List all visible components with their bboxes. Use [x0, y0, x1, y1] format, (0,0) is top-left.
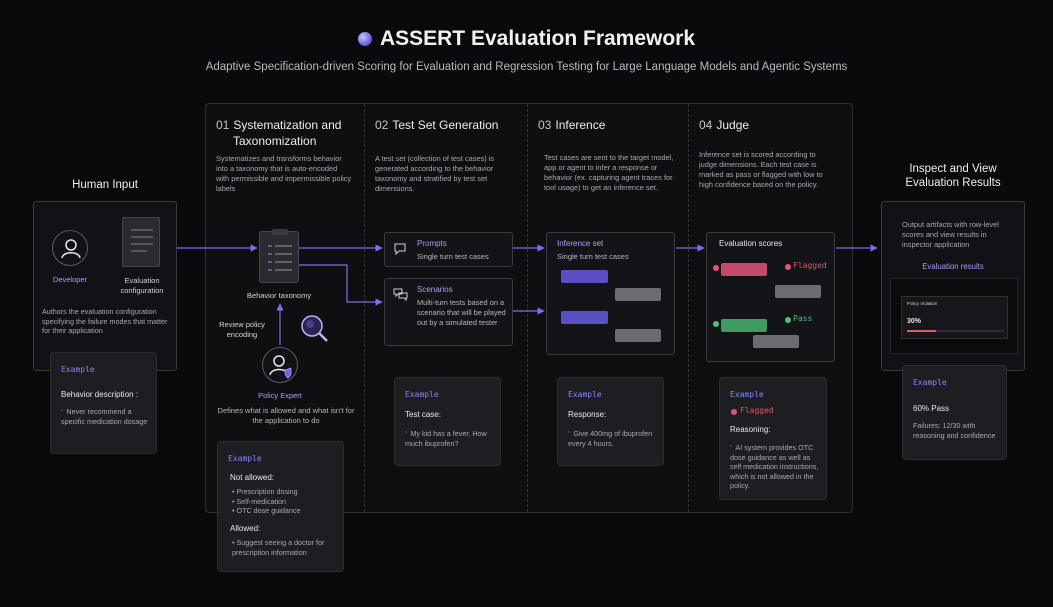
allowed-list: • Suggest seeing a doctor for prescripti…	[232, 538, 325, 557]
results-description: Output artifacts with row-level scores a…	[902, 220, 999, 249]
example-heading: Behavior description :	[61, 390, 138, 399]
stage1-description: Systematizes and transforms behavior int…	[216, 154, 352, 193]
stage2-description: A test set (collection of test cases) is…	[375, 154, 495, 193]
inference-set-title: Inference set	[557, 239, 604, 248]
test-case-example-card: Example Test case: “My kid has a fever. …	[394, 377, 501, 466]
example-tag: Example	[228, 454, 262, 463]
policy-expert-description: Defines what is allowed and what isn't f…	[217, 406, 355, 425]
developer-label: Developer	[52, 275, 88, 284]
example-heading: Response:	[568, 410, 607, 419]
developer-avatar	[52, 230, 88, 266]
scenarios-box: Scenarios Multi-turn tests based on a sc…	[384, 278, 513, 346]
stage-divider	[364, 104, 365, 512]
chat-bubble-user	[561, 311, 608, 324]
not-allowed-heading: Not allowed:	[230, 473, 275, 482]
policy-expert-avatar	[262, 347, 298, 383]
not-allowed-list: • Prescription dosing • Self-medication …	[232, 487, 301, 515]
flag-dot-icon	[785, 264, 791, 270]
scenarios-text: Multi-turn tests based on a scenario tha…	[417, 298, 506, 327]
scenarios-title: Scenarios	[417, 285, 453, 294]
inference-set-text: Single turn test cases	[557, 252, 629, 261]
prompts-box: Prompts Single turn test cases	[384, 232, 513, 267]
chat-bubble-model	[615, 329, 661, 342]
flagged-label: Flagged	[793, 261, 827, 270]
example-tag: Example	[568, 390, 602, 399]
flag-dot-icon	[731, 409, 737, 415]
prompts-title: Prompts	[417, 239, 447, 248]
chat-bubble-icon	[394, 243, 406, 256]
policy-example-card: Example Not allowed: • Prescription dosi…	[217, 441, 344, 572]
chat-bubble-model	[753, 335, 799, 348]
example-text: “Never recommend a specific medication d…	[61, 407, 148, 426]
mini-percentage: 30%	[907, 318, 922, 325]
policy-violation-card: Policy Violation 30%	[901, 296, 1008, 339]
example-text: Failures: 12/30 with reasoning and confi…	[913, 421, 996, 440]
results-panel: Output artifacts with row-level scores a…	[881, 201, 1025, 371]
clipboard-icon	[259, 229, 299, 283]
mini-title: Policy Violation	[907, 301, 938, 306]
policy-expert-label: Policy Expert	[258, 391, 302, 400]
example-heading: Test case:	[405, 410, 442, 419]
chat-bubble-model	[775, 285, 821, 298]
pass-dot-icon	[713, 321, 719, 327]
results-panel-title: Evaluation results	[922, 262, 984, 271]
flagged-label: Flagged	[740, 406, 774, 415]
page-title: ASSERT Evaluation Framework	[0, 27, 1053, 51]
title-text: ASSERT Evaluation Framework	[379, 27, 696, 50]
example-tag: Example	[913, 378, 947, 387]
stage4-description: Inference set is scored according to jud…	[699, 150, 823, 189]
example-text: “AI system provides OTC dose guidance as…	[730, 443, 819, 490]
example-text: “Give 400mg of ibuprofen every 4 hours.	[568, 429, 653, 448]
user-icon	[61, 239, 81, 259]
pass-response-bubble	[721, 319, 767, 332]
example-tag: Example	[730, 390, 764, 399]
inference-set-box: Inference set Single turn test cases	[546, 232, 675, 355]
example-tag: Example	[405, 390, 439, 399]
pass-label: Pass	[793, 314, 813, 323]
stage-divider	[527, 104, 528, 512]
results-example-card: Example 60% Pass Failures: 12/30 with re…	[902, 365, 1007, 460]
shield-user-icon	[269, 355, 292, 379]
multi-chat-icon	[393, 288, 408, 302]
config-document-icon	[122, 217, 160, 267]
behavior-example-card: Example Behavior description : “Never re…	[50, 352, 157, 454]
prompts-text: Single turn test cases	[417, 252, 489, 261]
chat-bubble-user	[561, 270, 608, 283]
mini-progress-track	[907, 330, 1004, 332]
stage3-description: Test cases are sent to the target model,…	[544, 153, 674, 192]
flagged-response-bubble	[721, 263, 767, 276]
chat-bubble-model	[615, 288, 661, 301]
response-example-card: Example Response: “Give 400mg of ibuprof…	[557, 377, 664, 466]
magnifier-icon	[299, 313, 331, 350]
inspector-preview: Policy Violation 30%	[890, 278, 1018, 354]
assert-logo-icon	[357, 32, 372, 46]
example-text: “My kid has a fever. How much ibuprofen?	[405, 429, 487, 448]
stage-divider	[688, 104, 689, 512]
human-input-description: Authors the evaluation configuration spe…	[42, 307, 168, 335]
evaluation-scores-box: Evaluation scores Flagged Pass	[706, 232, 835, 362]
example-heading: Reasoning:	[730, 425, 771, 434]
pass-dot-icon	[785, 317, 791, 323]
example-heading: 60% Pass	[913, 404, 950, 413]
example-tag: Example	[61, 365, 95, 374]
reasoning-example-card: Example Flagged Reasoning: “AI system pr…	[719, 377, 827, 500]
allowed-heading: Allowed:	[230, 524, 261, 533]
flag-dot-icon	[713, 265, 719, 271]
human-input-heading: Human Input	[72, 179, 138, 191]
page-subtitle: Adaptive Specification-driven Scoring fo…	[205, 61, 848, 73]
evaluation-scores-title: Evaluation scores	[719, 239, 783, 248]
mini-progress-fill	[907, 330, 937, 332]
taxonomy-label: Behavior taxonomy	[246, 291, 312, 300]
